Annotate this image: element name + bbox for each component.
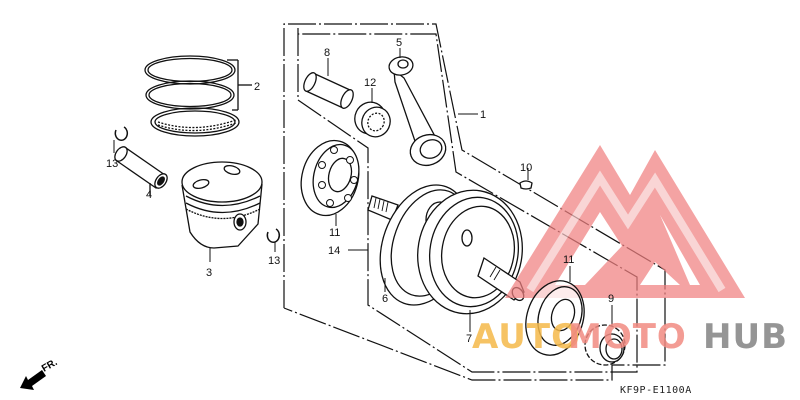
piston-pin-clips (113, 126, 281, 252)
group-frame-inner (297, 28, 638, 373)
watermark-text: AUTO MOTO HUB (472, 317, 788, 357)
crank-pin (303, 58, 354, 109)
callout-13-left: 13 (106, 158, 118, 170)
callout-6: 6 (382, 293, 388, 305)
piston-rings (144, 55, 252, 137)
callout-12: 12 (364, 77, 376, 89)
watermark-moto: MOTO (568, 317, 687, 357)
callout-8: 8 (324, 47, 330, 59)
diagram-code: KF9P-E1100A (620, 385, 692, 396)
front-label: FR. (40, 357, 60, 375)
crankshaft (367, 184, 525, 332)
callout-5: 5 (396, 37, 402, 49)
callout-10: 10 (520, 162, 532, 174)
watermark-auto: AUTO (472, 317, 581, 357)
needle-bearing (354, 88, 391, 138)
connecting-rod (388, 48, 478, 167)
bearing-right (525, 266, 585, 356)
bearing-left (300, 139, 360, 226)
callout-11-right: 11 (563, 254, 574, 266)
callout-14: 14 (328, 245, 340, 257)
group-frame-outer (283, 23, 666, 381)
callout-2: 2 (254, 81, 260, 93)
woodruff-key (519, 168, 533, 190)
callouts: 1 2 3 4 5 6 7 8 9 10 11 11 12 13 13 14 (106, 37, 614, 345)
watermark-logo-icon (505, 145, 745, 298)
timing-sprocket (584, 305, 626, 366)
piston-pin (114, 146, 168, 196)
callout-3: 3 (206, 267, 212, 279)
callout-13-right: 13 (268, 255, 280, 267)
callout-4: 4 (146, 189, 152, 201)
watermark-hub: HUB (703, 317, 788, 357)
callout-9: 9 (608, 293, 614, 305)
front-direction-indicator: FR. (20, 357, 60, 390)
front-arrow-icon (20, 370, 46, 390)
callout-1: 1 (480, 109, 486, 121)
piston (181, 161, 263, 262)
callout-11-left: 11 (329, 227, 340, 239)
callout-7: 7 (466, 333, 472, 345)
